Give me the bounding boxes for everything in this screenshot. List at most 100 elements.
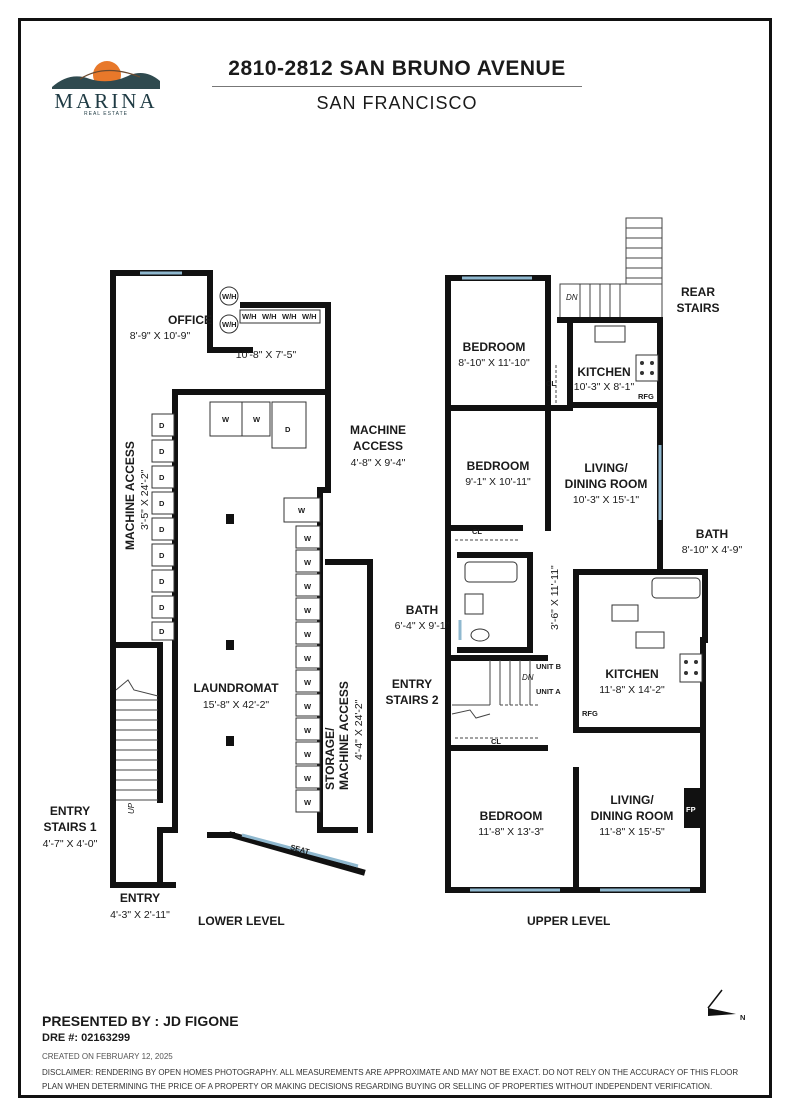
living-a-name-1: LIVING/ bbox=[584, 461, 628, 475]
column bbox=[226, 640, 234, 650]
dryer-label: D bbox=[159, 577, 165, 586]
entry-stairs-2-name-1: ENTRY bbox=[392, 677, 432, 691]
rear-stairs-name-2: STAIRS bbox=[676, 301, 719, 315]
unit-a-label: UNIT A bbox=[536, 687, 561, 696]
washer-label: W bbox=[304, 750, 312, 759]
washer-label: W bbox=[304, 630, 312, 639]
washer-label: W bbox=[304, 678, 312, 687]
unit-b-label: UNIT B bbox=[536, 662, 562, 671]
north-arrow-icon: N bbox=[707, 989, 745, 1022]
stairs-up-label: UP bbox=[127, 802, 136, 814]
logo-tagline: REAL ESTATE bbox=[84, 111, 128, 117]
dryer-label: D bbox=[159, 525, 165, 534]
bath-a-dims: 8'-10" X 4'-9" bbox=[682, 544, 743, 556]
north-label: N bbox=[740, 1013, 745, 1022]
entry-stairs-2-name-2: STAIRS 2 bbox=[385, 693, 438, 707]
washer-label: W bbox=[304, 654, 312, 663]
washer-group-top: W W D bbox=[209, 401, 307, 449]
stairs-dn-label: DN bbox=[522, 673, 534, 682]
machine-access-right-dims: 4'-8" X 9'-4" bbox=[351, 457, 406, 469]
logo-bridge-icon bbox=[79, 69, 141, 80]
column bbox=[226, 736, 234, 746]
logo-hills-icon bbox=[52, 73, 160, 89]
washer-label: W bbox=[304, 606, 312, 615]
washer-label: W bbox=[304, 582, 312, 591]
entry-dims: 4'-3" X 2'-11" bbox=[110, 909, 170, 921]
dryer-label: D bbox=[159, 603, 165, 612]
bath-a-name: BATH bbox=[696, 527, 728, 541]
hall-dims: 3'-6" X 11'-11" bbox=[549, 565, 561, 630]
page-border bbox=[18, 18, 772, 1098]
entry-stairs-1-treads bbox=[115, 679, 159, 801]
dryer-label: D bbox=[159, 421, 165, 430]
dryer-label: D bbox=[159, 551, 165, 560]
kitchen-a-name: KITCHEN bbox=[577, 365, 630, 379]
dre-number: DRE #: 02163299 bbox=[42, 1032, 131, 1044]
fireplace-label: FP bbox=[686, 805, 696, 814]
fireplace-icon bbox=[684, 788, 702, 828]
closet-label: CL bbox=[472, 527, 482, 536]
wh-label: W/H bbox=[282, 312, 297, 321]
bath-b-name: BATH bbox=[406, 603, 438, 617]
rear-stairs-dn: DN bbox=[566, 293, 578, 302]
laundromat-name: LAUNDROMAT bbox=[193, 681, 279, 695]
storage-name-1: STORAGE/ bbox=[323, 727, 337, 790]
dryer-label: D bbox=[159, 499, 165, 508]
dryer-label: D bbox=[159, 447, 165, 456]
upper-level-label: UPPER LEVEL bbox=[527, 914, 611, 928]
page-title: 2810-2812 SAN BRUNO AVENUE bbox=[228, 57, 566, 80]
machine-access-left-dims: 3'-5" X 24'-2" bbox=[139, 469, 151, 530]
closet-label: CL bbox=[546, 379, 556, 388]
dryer-label: D bbox=[285, 425, 291, 434]
dryer-label: D bbox=[159, 473, 165, 482]
bedroom-a-dims: 8'-10" X 11'-10" bbox=[458, 357, 530, 369]
entry-stairs-2-treads bbox=[451, 660, 531, 719]
washer-label: W bbox=[298, 506, 306, 515]
bedroom-b-name: BEDROOM bbox=[467, 459, 530, 473]
washer-label: W bbox=[304, 534, 312, 543]
wh-label: W/H bbox=[302, 312, 317, 321]
storage-name-2: MACHINE ACCESS bbox=[337, 681, 351, 790]
laundromat-dims: 15'-8" X 42'-2" bbox=[203, 699, 270, 711]
living-a-name-2: DINING ROOM bbox=[565, 477, 648, 491]
wh-label: W/H bbox=[222, 320, 237, 329]
entry-name: ENTRY bbox=[120, 891, 160, 905]
washer-label: W bbox=[304, 702, 312, 711]
water-heaters: W/H W/H W/H W/H W/H W/H bbox=[219, 286, 321, 334]
washer-column: W W W W W W W W W W W W W bbox=[283, 497, 321, 813]
washer-label: W bbox=[253, 415, 261, 424]
bath-b-dims: 6'-4" X 9'-1" bbox=[395, 620, 450, 632]
rear-stairs bbox=[559, 217, 663, 319]
disclaimer: DISCLAIMER: RENDERING BY OPEN HOMES PHOT… bbox=[42, 1068, 739, 1091]
machine-access-right-name-1: MACHINE bbox=[350, 423, 406, 437]
storage-dims: 4'-4" X 24'-2" bbox=[353, 699, 365, 760]
logo-wordmark: MARINA bbox=[54, 89, 158, 113]
living-b-name-2: DINING ROOM bbox=[591, 809, 674, 823]
bedroom-a-name: BEDROOM bbox=[463, 340, 526, 354]
living-b-name-1: LIVING/ bbox=[610, 793, 654, 807]
created-date: CREATED ON FEBRUARY 12, 2025 bbox=[42, 1052, 173, 1061]
entry-stairs-1-dims: 4'-7" X 4'-0" bbox=[43, 838, 98, 850]
bedroom-c-name: BEDROOM bbox=[480, 809, 543, 823]
washer-label: W bbox=[304, 726, 312, 735]
kitchen-b-dims: 11'-8" X 14'-2" bbox=[599, 684, 665, 696]
lower-level-plan: D D D D D D D D D W W D W W bbox=[43, 270, 406, 921]
office-dims: 8'-9" X 10'-9" bbox=[130, 330, 191, 342]
rfg-label: RFG bbox=[638, 392, 654, 401]
bedroom-b-dims: 9'-1" X 10'-11" bbox=[465, 476, 531, 488]
column bbox=[226, 514, 234, 524]
closet-label: CL bbox=[491, 737, 501, 746]
marina-logo bbox=[52, 61, 160, 89]
kitchen-a-dims: 10'-3" X 8'-1" bbox=[574, 381, 635, 393]
lower-level-label: LOWER LEVEL bbox=[198, 914, 285, 928]
entry-stairs-1-name-2: STAIRS 1 bbox=[43, 820, 96, 834]
washer-label: W bbox=[304, 774, 312, 783]
wh-label: W/H bbox=[242, 312, 257, 321]
utility-dims: 10'-8" X 7'-5" bbox=[236, 349, 297, 361]
kitchen-b-name: KITCHEN bbox=[605, 667, 658, 681]
machine-access-right-name-2: ACCESS bbox=[353, 439, 403, 453]
entry-stairs-1-name-1: ENTRY bbox=[50, 804, 90, 818]
presented-by: PRESENTED BY : JD FIGONE bbox=[42, 1013, 239, 1029]
rfg-label: RFG bbox=[582, 709, 598, 718]
dryer-column: D D D D D D D D D bbox=[151, 413, 175, 641]
